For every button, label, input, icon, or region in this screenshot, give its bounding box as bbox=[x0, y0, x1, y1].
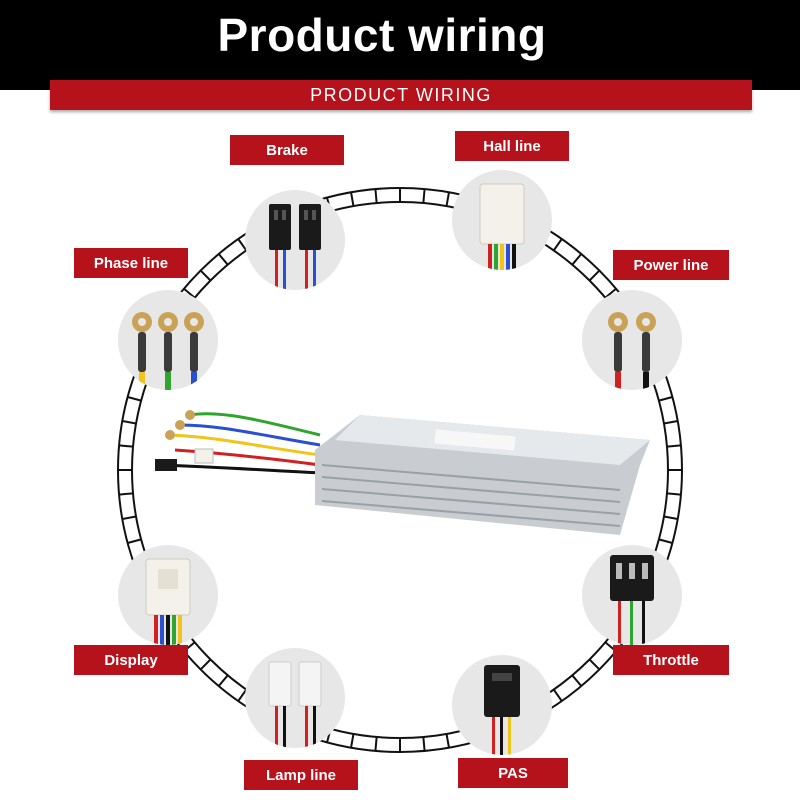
subtitle-bar: PRODUCT WIRING bbox=[50, 80, 752, 110]
lamp-connector-icon bbox=[245, 648, 345, 748]
label-throttle: Throttle bbox=[613, 645, 729, 675]
label-pas: PAS bbox=[458, 758, 568, 788]
rail-tick bbox=[422, 736, 426, 752]
rail-tick bbox=[350, 192, 355, 207]
header-bar: Product wiring bbox=[0, 0, 800, 90]
rail-tick bbox=[445, 192, 450, 207]
rail-tick bbox=[374, 188, 378, 204]
rail-tick bbox=[571, 253, 583, 266]
rail-tick bbox=[666, 444, 682, 448]
rail-tick bbox=[552, 238, 563, 252]
rail-tick bbox=[666, 492, 682, 496]
power-terminal-icon bbox=[582, 290, 682, 390]
rail-tick bbox=[122, 420, 137, 425]
display-connector-icon bbox=[118, 545, 218, 645]
rail-tick bbox=[663, 515, 678, 520]
rail-tick bbox=[237, 238, 248, 252]
rail-tick bbox=[374, 736, 378, 752]
rail-tick bbox=[127, 396, 142, 402]
rail-tick bbox=[658, 396, 673, 402]
label-power-line: Power line bbox=[613, 250, 729, 280]
rail-tick bbox=[663, 420, 678, 425]
rail-tick bbox=[350, 733, 355, 748]
controller-box-icon bbox=[155, 410, 650, 535]
rail-tick bbox=[445, 733, 450, 748]
rail-tick bbox=[199, 658, 212, 671]
rail-tick bbox=[552, 688, 563, 702]
label-display: Display bbox=[74, 645, 188, 675]
brake-connector-icon bbox=[245, 190, 345, 290]
rail-tick bbox=[217, 674, 229, 687]
rail-tick bbox=[122, 515, 137, 520]
throttle-connector-icon bbox=[582, 545, 682, 645]
label-phase-line: Phase line bbox=[74, 248, 188, 278]
page-title: Product wiring bbox=[217, 9, 547, 61]
rail-tick bbox=[127, 538, 142, 544]
label-brake: Brake bbox=[230, 135, 344, 165]
pas-connector-icon bbox=[452, 655, 552, 755]
rail-tick bbox=[588, 269, 601, 282]
rail-tick bbox=[422, 188, 426, 204]
rail-tick bbox=[118, 444, 134, 448]
page-subtitle: PRODUCT WIRING bbox=[310, 85, 492, 105]
rail-tick bbox=[588, 658, 601, 671]
rail-tick bbox=[199, 269, 212, 282]
rail-tick bbox=[217, 253, 229, 266]
hall-connector-icon bbox=[452, 170, 552, 270]
rail-tick bbox=[658, 538, 673, 544]
phase-terminal-icon bbox=[118, 290, 218, 390]
label-lamp-line: Lamp line bbox=[244, 760, 358, 790]
rail-tick bbox=[571, 674, 583, 687]
rail-tick bbox=[118, 492, 134, 496]
rail-tick bbox=[237, 688, 248, 702]
label-hall-line: Hall line bbox=[455, 131, 569, 161]
